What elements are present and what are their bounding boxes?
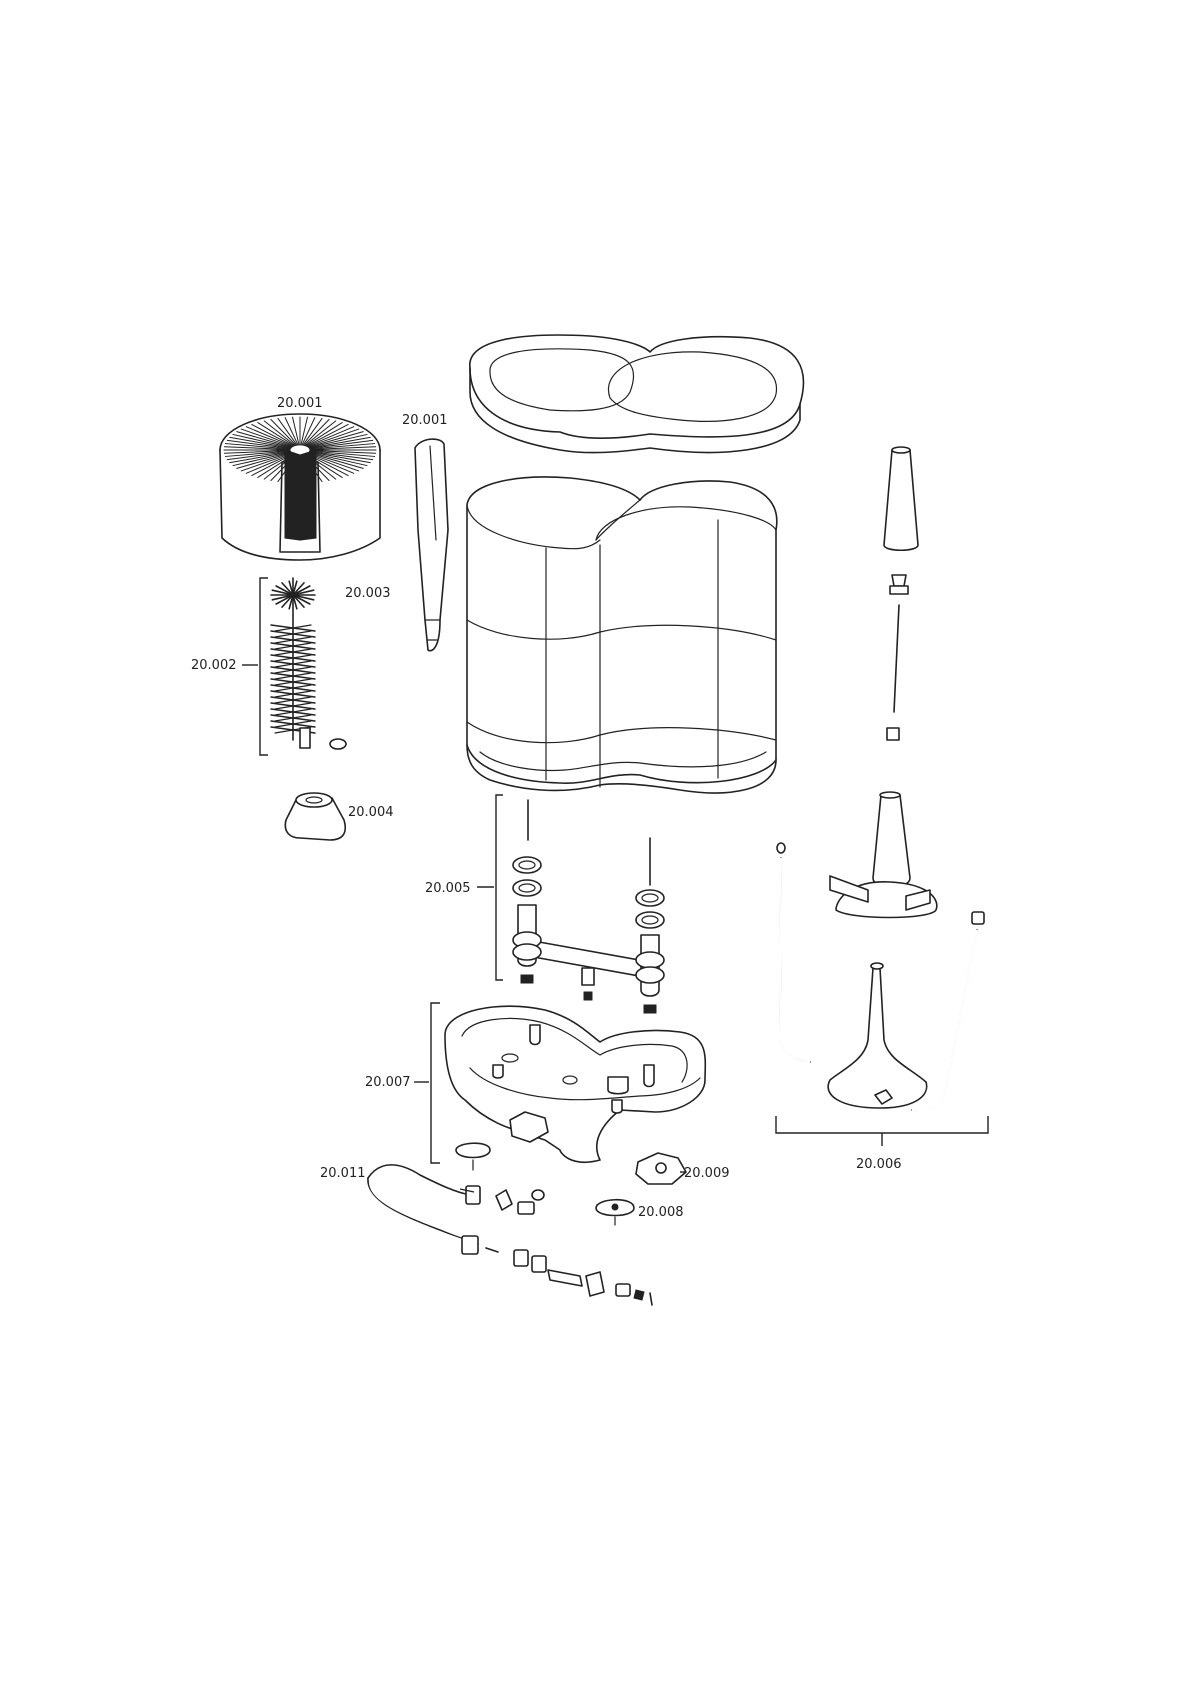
valve-assembly	[513, 800, 664, 1013]
label-base-tray: 20.007	[365, 1075, 411, 1090]
foot	[596, 1200, 634, 1225]
label-foot-star: 20.009	[684, 1166, 730, 1181]
spout	[415, 439, 448, 651]
pump-assembly	[777, 447, 984, 1111]
bracket-20-002	[260, 578, 268, 755]
label-foot: 20.008	[638, 1205, 684, 1220]
brush-assembly	[271, 578, 346, 749]
label-spout: 20.001	[402, 413, 448, 428]
label-valve-assembly: 20.005	[425, 881, 471, 896]
brush-base	[285, 793, 345, 840]
label-hose: 20.011	[320, 1166, 366, 1181]
bracket-20-005	[496, 795, 503, 980]
top-rim-ring	[470, 335, 804, 453]
base-tray	[445, 1006, 705, 1162]
bracket-20-006	[776, 1116, 988, 1133]
label-pump-assembly: 20.006	[856, 1157, 902, 1172]
foot-star	[636, 1153, 686, 1184]
label-brush-base: 20.004	[348, 805, 394, 820]
bracket-20-007	[431, 1003, 440, 1163]
hose	[368, 1165, 652, 1305]
label-brush-cylinder: 20.001	[277, 396, 323, 411]
label-brush-assembly: 20.002	[191, 658, 237, 673]
label-brush-head: 20.003	[345, 586, 391, 601]
foot-left	[456, 1143, 490, 1170]
main-tank	[467, 477, 777, 793]
